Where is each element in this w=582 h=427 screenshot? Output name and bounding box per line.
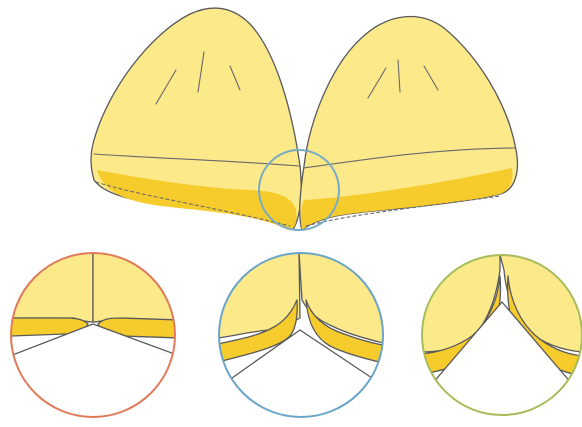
main-view [91, 8, 517, 230]
detail-middle [218, 252, 388, 422]
left-panel [91, 8, 301, 230]
detail-left [10, 252, 180, 422]
right-panel [300, 17, 518, 230]
detail-right [422, 255, 582, 417]
detail-left-right-fabric [93, 252, 180, 322]
detail-left-left-fabric [10, 252, 93, 322]
